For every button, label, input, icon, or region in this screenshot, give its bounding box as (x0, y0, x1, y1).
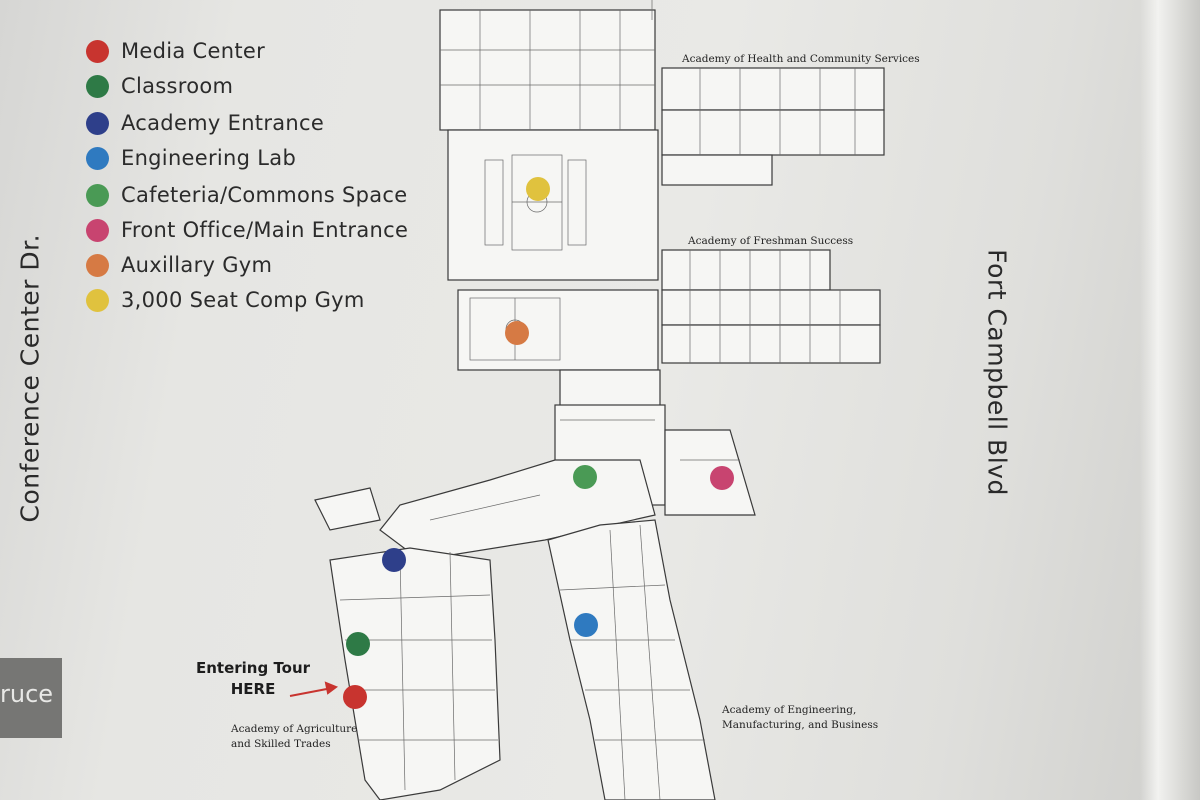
blue-dot-icon (86, 146, 109, 170)
marker-engineering-lab[interactable] (574, 613, 598, 637)
legend-item-academy-entrance: Academy Entrance (86, 108, 324, 138)
label-agriculture-academy-line2: and Skilled Trades (231, 738, 331, 750)
legend-label: Engineering Lab (121, 146, 297, 170)
legend-label: Auxillary Gym (121, 253, 273, 277)
green-dot-icon (86, 183, 109, 207)
pink-dot-icon (86, 218, 109, 242)
label-engineering-academy-line2: Manufacturing, and Business (722, 719, 879, 731)
tour-entry-label: Entering Tour HERE (196, 658, 310, 700)
legend-label: Cafeteria/Commons Space (121, 183, 408, 207)
label-freshman-academy: Academy of Freshman Success (688, 235, 854, 247)
navy-dot-icon (86, 111, 109, 135)
paper-edge (1140, 0, 1200, 800)
legend-item-auxillary-gym: Auxillary Gym (86, 250, 272, 280)
marker-auxillary-gym[interactable] (505, 321, 529, 345)
legend-item-engineering-lab: Engineering Lab (86, 143, 296, 173)
side-tab-text: ruce (0, 680, 54, 708)
marker-cafeteria[interactable] (573, 465, 597, 489)
orange-dot-icon (86, 253, 109, 277)
marker-comp-gym[interactable] (526, 177, 550, 201)
legend-item-cafeteria: Cafeteria/Commons Space (86, 180, 408, 210)
legend-label: Classroom (121, 74, 234, 98)
marker-front-office[interactable] (710, 466, 734, 490)
marker-academy-entrance[interactable] (382, 548, 406, 572)
label-agriculture-academy-line1: Academy of Agriculture (231, 723, 358, 735)
street-label-right: Fort Campbell Blvd (982, 249, 1012, 496)
marker-classroom[interactable] (346, 632, 370, 656)
marker-media-center[interactable] (343, 685, 367, 709)
yellow-dot-icon (86, 288, 109, 312)
side-tab: ruce (0, 658, 62, 738)
legend-item-media-center: Media Center (86, 36, 265, 66)
legend-item-classroom: Classroom (86, 71, 233, 101)
legend-item-comp-gym: 3,000 Seat Comp Gym (86, 285, 365, 315)
tour-line-2: HERE (230, 680, 276, 698)
green-dot-icon (86, 74, 109, 98)
label-health-academy: Academy of Health and Community Services (682, 53, 920, 65)
label-engineering-academy-line1: Academy of Engineering, (722, 704, 857, 716)
legend-label: Academy Entrance (121, 111, 325, 135)
legend-label: 3,000 Seat Comp Gym (121, 288, 365, 312)
legend-label: Front Office/Main Entrance (121, 218, 409, 242)
legend-item-front-office: Front Office/Main Entrance (86, 215, 408, 245)
street-label-left: Conference Center Dr. (15, 233, 45, 523)
legend-label: Media Center (121, 39, 266, 63)
red-dot-icon (86, 39, 109, 63)
tour-line-1: Entering Tour (196, 659, 311, 677)
